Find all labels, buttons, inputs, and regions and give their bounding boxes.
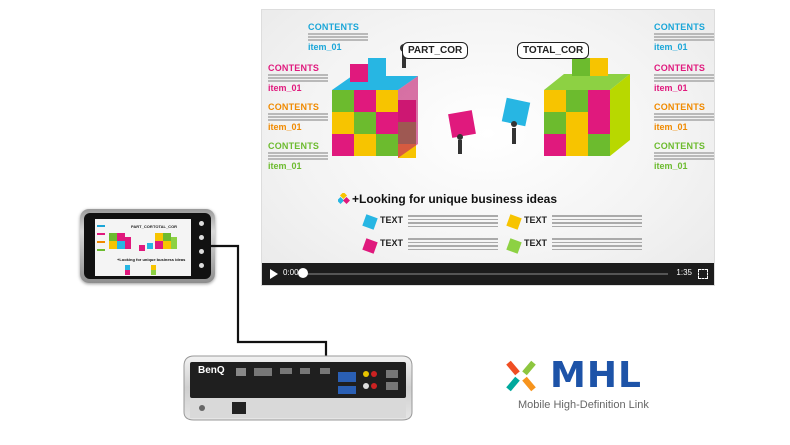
right-label-4: CONTENTS item_01 [654, 141, 714, 171]
text-item-3: TEXT [524, 215, 548, 225]
text-item-1: TEXT [380, 215, 404, 225]
mhl-logo-text: MHL [550, 355, 642, 396]
label-title: CONTENTS [268, 102, 320, 112]
seek-track[interactable] [302, 273, 668, 275]
left-label-4: CONTENTS item_01 [268, 141, 348, 171]
play-icon[interactable] [270, 269, 278, 279]
right-label-1: CONTENTS item_01 [654, 22, 714, 52]
cube-icon-yellow [506, 214, 522, 230]
label-item: item_01 [654, 42, 688, 52]
cube-icon-green [506, 238, 522, 254]
phone-cube-illustration [95, 219, 191, 276]
text-item-2-desc [408, 236, 498, 252]
label-item: item_01 [654, 161, 688, 171]
left-label-2: CONTENTS item_01 [268, 63, 348, 93]
duration: 1:35 [676, 268, 692, 277]
phone-button[interactable] [199, 263, 204, 268]
current-time: 0:00 [283, 268, 299, 277]
mhl-logo: MHL Mobile High-Definition Link [506, 355, 736, 420]
left-label-1: CONTENTS item_01 [308, 22, 388, 52]
label-title: CONTENTS [654, 141, 706, 151]
phone-screen: PART_COR TOTAL_COR +Looking for unique b… [95, 219, 191, 276]
phone-part-cor: PART_COR [131, 224, 153, 229]
part-cor-bubble: PART_COR [402, 42, 469, 59]
fullscreen-icon[interactable] [698, 269, 708, 279]
cube-icon-cyan [362, 214, 378, 230]
diamond-icon [338, 193, 350, 205]
text-item-1-desc [408, 213, 498, 229]
label-item: item_01 [308, 42, 342, 52]
phone-button[interactable] [199, 235, 204, 240]
left-label-3: CONTENTS item_01 [268, 102, 348, 132]
label-title: CONTENTS [268, 141, 320, 151]
label-item: item_01 [654, 83, 688, 93]
cube-illustration [332, 44, 630, 158]
label-title: CONTENTS [654, 22, 706, 32]
label-item: item_01 [654, 122, 688, 132]
right-label-2: CONTENTS item_01 [654, 63, 714, 93]
projected-screen: CONTENTS item_01 CONTENTS item_01 CONTEN… [262, 10, 714, 285]
business-ideas-heading: +Looking for unique business ideas [352, 192, 558, 206]
label-item: item_01 [268, 83, 302, 93]
text-item-4: TEXT [524, 238, 548, 248]
text-item-3-desc [552, 213, 642, 229]
mhl-logo-mark [506, 360, 536, 392]
phone-button[interactable] [199, 221, 204, 226]
label-title: CONTENTS [268, 63, 320, 73]
video-player-bar: 0:00 1:35 [262, 263, 714, 285]
label-title: CONTENTS [654, 102, 706, 112]
label-item: item_01 [268, 161, 302, 171]
seek-knob[interactable] [298, 268, 308, 278]
phone-bezel: PART_COR TOTAL_COR +Looking for unique b… [84, 213, 211, 279]
label-title: CONTENTS [308, 22, 360, 32]
projector-body [183, 355, 413, 421]
projector-brand: BenQ [198, 365, 225, 376]
phone-button[interactable] [199, 249, 204, 254]
mhl-tagline: Mobile High-Definition Link [518, 399, 649, 411]
label-title: CONTENTS [654, 63, 706, 73]
projector: BenQ [180, 352, 415, 424]
phone-total-cor: TOTAL_COR [153, 224, 178, 229]
text-item-4-desc [552, 236, 642, 252]
total-cor-bubble: TOTAL_COR [517, 42, 590, 59]
right-label-3: CONTENTS item_01 [654, 102, 714, 132]
smartphone: PART_COR TOTAL_COR +Looking for unique b… [80, 209, 215, 283]
label-item: item_01 [268, 122, 302, 132]
phone-heading: +Looking for unique business ideas [117, 257, 186, 262]
cube-icon-magenta [362, 238, 378, 254]
text-item-2: TEXT [380, 238, 404, 248]
